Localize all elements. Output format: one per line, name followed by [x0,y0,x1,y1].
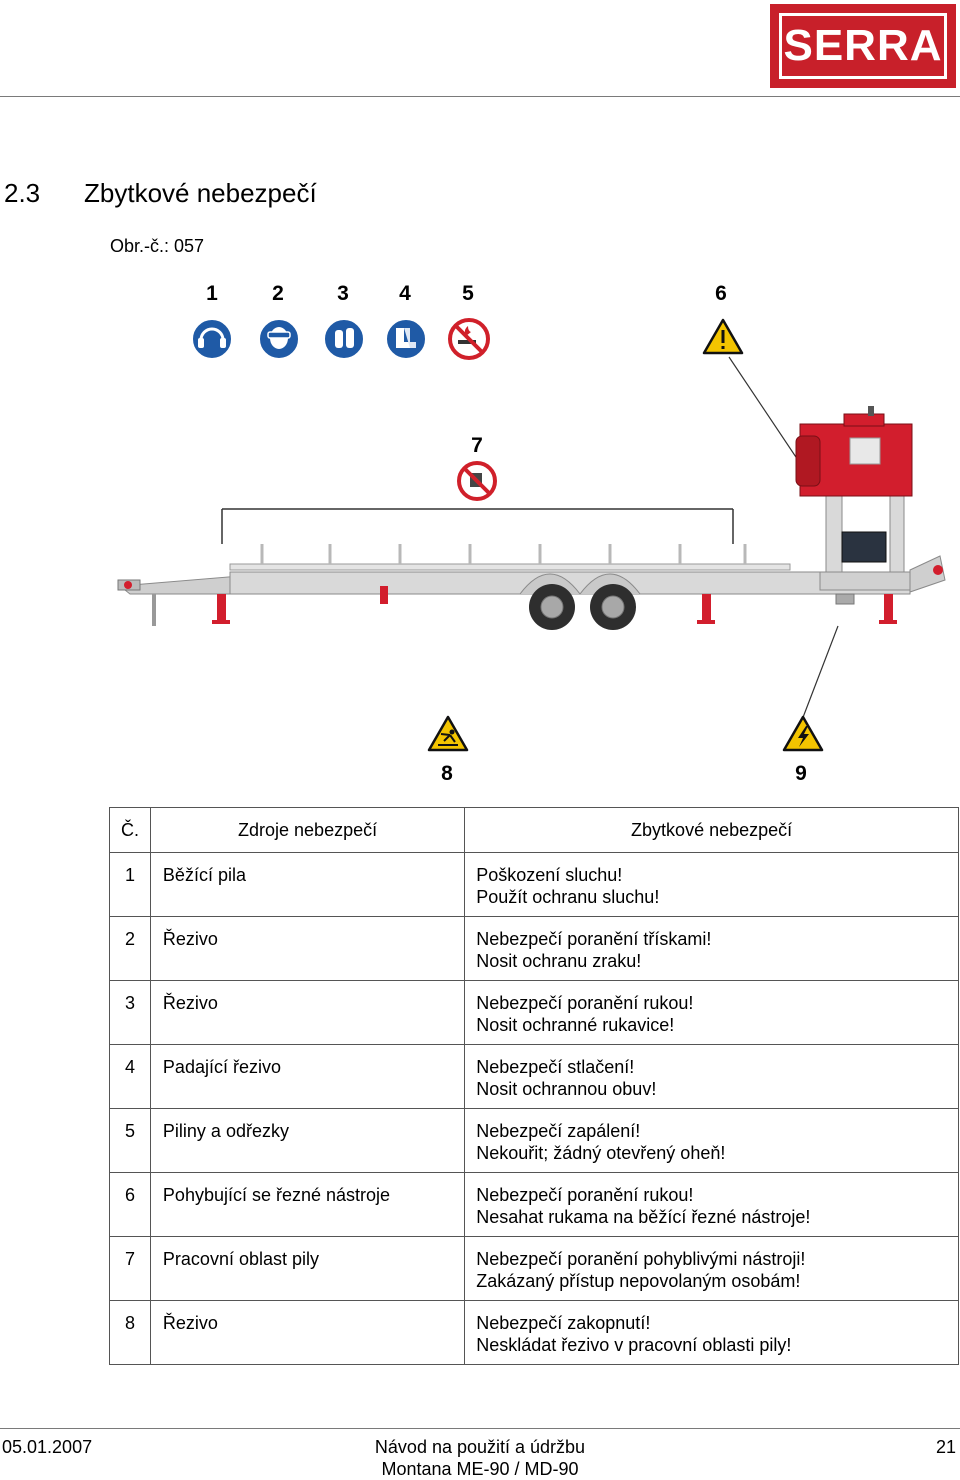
no-smoking-icon [448,318,490,360]
table-row: 6 Pohybující se řezné nástroje Nebezpečí… [109,1172,959,1237]
header-risk: Zbytkové nebezpečí [464,807,959,853]
footer-model: Montana ME-90 / MD-90 [381,1459,579,1479]
section-title: Zbytkové nebezpečí [84,178,317,208]
trip-hazard-icon [427,715,469,752]
residual-risk: Nebezpečí zapálení!Nekouřit; žádný otevř… [465,1109,958,1164]
footer-date: 05.01.2007 [2,1437,93,1457]
table-row: 3 Řezivo Nebezpečí poranění rukou!Nosit … [109,980,959,1045]
risk-line: Poškození sluchu! [476,865,623,885]
residual-risk: Nebezpečí poranění pohyblivými nástroji!… [465,1237,958,1292]
table-row: 5 Piliny a odřezky Nebezpečí zapálení!Ne… [109,1108,959,1173]
table-row: 2 Řezivo Nebezpečí poranění třískami!Nos… [109,916,959,981]
residual-risk: Nebezpečí zakopnutí!Neskládat řezivo v p… [465,1301,958,1356]
row-number: 8 [124,1313,135,1333]
label-2: 2 [272,282,284,305]
safety-boots-icon [385,318,427,360]
residual-risk: Nebezpečí poranění třískami!Nosit ochran… [465,917,958,972]
table-header-row: Č. Zdroje nebezpečí Zbytkové nebezpečí [109,807,959,853]
row-number: 6 [124,1185,135,1205]
row-number: 3 [124,993,135,1013]
measure-line: Použít ochranu sluchu! [476,887,660,907]
hazard-source: Řezivo [162,1313,218,1333]
logo-text: SERRA [783,21,943,70]
label-1: 1 [206,282,218,305]
row-number: 4 [124,1057,135,1077]
page-number: 21 [935,1437,956,1457]
risk-line: Nebezpečí poranění rukou! [476,993,694,1013]
label-3: 3 [337,282,349,305]
measure-line: Nosit ochrannou obuv! [476,1079,657,1099]
residual-risk: Nebezpečí poranění rukou!Nosit ochranné … [465,981,958,1036]
section-number: 2.3 [4,178,41,208]
residual-risk: Nebezpečí poranění rukou!Nesahat rukama … [465,1173,958,1228]
row-number: 2 [124,929,135,949]
table-row: 7 Pracovní oblast pily Nebezpečí poraněn… [109,1236,959,1301]
row-number: 1 [124,865,135,885]
measure-line: Zakázaný přístup nepovolaným osobám! [476,1271,801,1291]
eye-protection-icon [258,318,300,360]
label-4: 4 [399,282,411,305]
general-warning-icon [702,318,744,355]
risk-line: Nebezpečí zakopnutí! [476,1313,651,1333]
figure-reference: Obr.-č.: 057 [110,236,205,256]
risk-line: Nebezpečí poranění pohyblivými nástroji! [476,1249,806,1269]
mobile-sawmill-illustration [117,406,946,630]
measure-line: Nosit ochranu zraku! [476,951,642,971]
sawmill-figure [117,318,946,752]
label-5: 5 [462,282,474,305]
measure-line: Nesahat rukama na běžící řezné nástroje! [476,1207,811,1227]
gloves-icon [323,318,365,360]
risk-line: Nebezpečí zapálení! [476,1121,641,1141]
risk-line: Nebezpečí poranění třískami! [476,929,712,949]
risk-line: Nebezpečí poranění rukou! [476,1185,694,1205]
serra-logo: SERRA [770,4,956,88]
no-access-hand-icon [457,461,497,501]
work-area-bracket [221,508,734,544]
measure-line: Nosit ochranné rukavice! [476,1015,675,1035]
hazard-source: Pohybující se řezné nástroje [162,1185,391,1205]
measure-line: Nekouřit; žádný otevřený oheň! [476,1143,726,1163]
footer-divider [0,1428,960,1429]
hazard-source: Piliny a odřezky [162,1121,289,1141]
header-source: Zdroje nebezpečí [149,807,466,853]
footer-manual-title: Návod na použití a údržbu [374,1437,586,1457]
ear-protection-icon [191,318,233,360]
residual-hazard-table: Č. Zdroje nebezpečí Zbytkové nebezpečí 1… [109,807,959,1365]
table-row: 8 Řezivo Nebezpečí zakopnutí!Neskládat ř… [109,1300,959,1365]
electric-hazard-icon [782,715,824,752]
table-row: 1 Běžící pila Poškození sluchu!Použít oc… [109,852,959,917]
leader-line-9 [801,625,839,721]
hazard-source: Padající řezivo [162,1057,281,1077]
residual-risk: Poškození sluchu!Použít ochranu sluchu! [465,853,958,908]
hazard-source: Pracovní oblast pily [162,1249,319,1269]
header-no: Č. [109,807,151,853]
label-7: 7 [471,434,483,457]
label-9: 9 [795,762,807,785]
risk-line: Nebezpečí stlačení! [476,1057,635,1077]
residual-risk: Nebezpečí stlačení!Nosit ochrannou obuv! [465,1045,958,1100]
hazard-source: Řezivo [162,929,218,949]
label-6: 6 [715,282,727,305]
row-number: 7 [124,1249,135,1269]
measure-line: Neskládat řezivo v pracovní oblasti pily… [476,1335,792,1355]
label-8: 8 [441,762,453,785]
hazard-source: Běžící pila [162,865,246,885]
table-row: 4 Padající řezivo Nebezpečí stlačení!Nos… [109,1044,959,1109]
row-number: 5 [124,1121,135,1141]
header-divider [0,96,960,97]
hazard-source: Řezivo [162,993,218,1013]
